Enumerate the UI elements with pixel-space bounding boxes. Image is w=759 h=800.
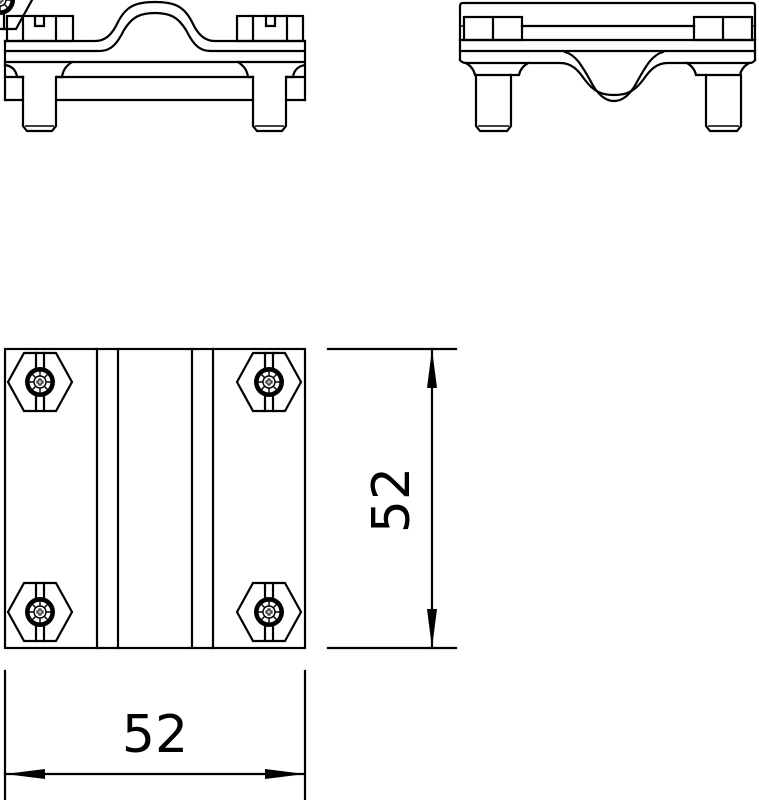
width-dimension-label: 52 bbox=[122, 705, 188, 765]
width-dimension: 52 bbox=[3, 669, 307, 800]
front-upper-plate-arch bbox=[3, 0, 307, 43]
front-view bbox=[3, 0, 307, 133]
side-right-bolt bbox=[704, 73, 743, 133]
height-dimension-label: 52 bbox=[362, 467, 422, 533]
bolt-bottom-right bbox=[235, 581, 303, 643]
top-view bbox=[0, 0, 307, 650]
front-right-nut bbox=[235, 14, 305, 43]
side-upper-body bbox=[458, 1, 757, 62]
side-left-bolt bbox=[474, 73, 513, 133]
bolt-bottom-left bbox=[6, 581, 74, 643]
top-outline bbox=[3, 347, 307, 650]
front-left-bolt bbox=[21, 75, 58, 133]
height-dimension: 52 bbox=[326, 347, 458, 650]
bolt-top-right bbox=[235, 351, 303, 413]
hex-bolt-head bbox=[0, 0, 34, 31]
front-right-bolt bbox=[251, 75, 288, 133]
side-view bbox=[458, 1, 757, 133]
bolt-top-left bbox=[6, 351, 74, 413]
